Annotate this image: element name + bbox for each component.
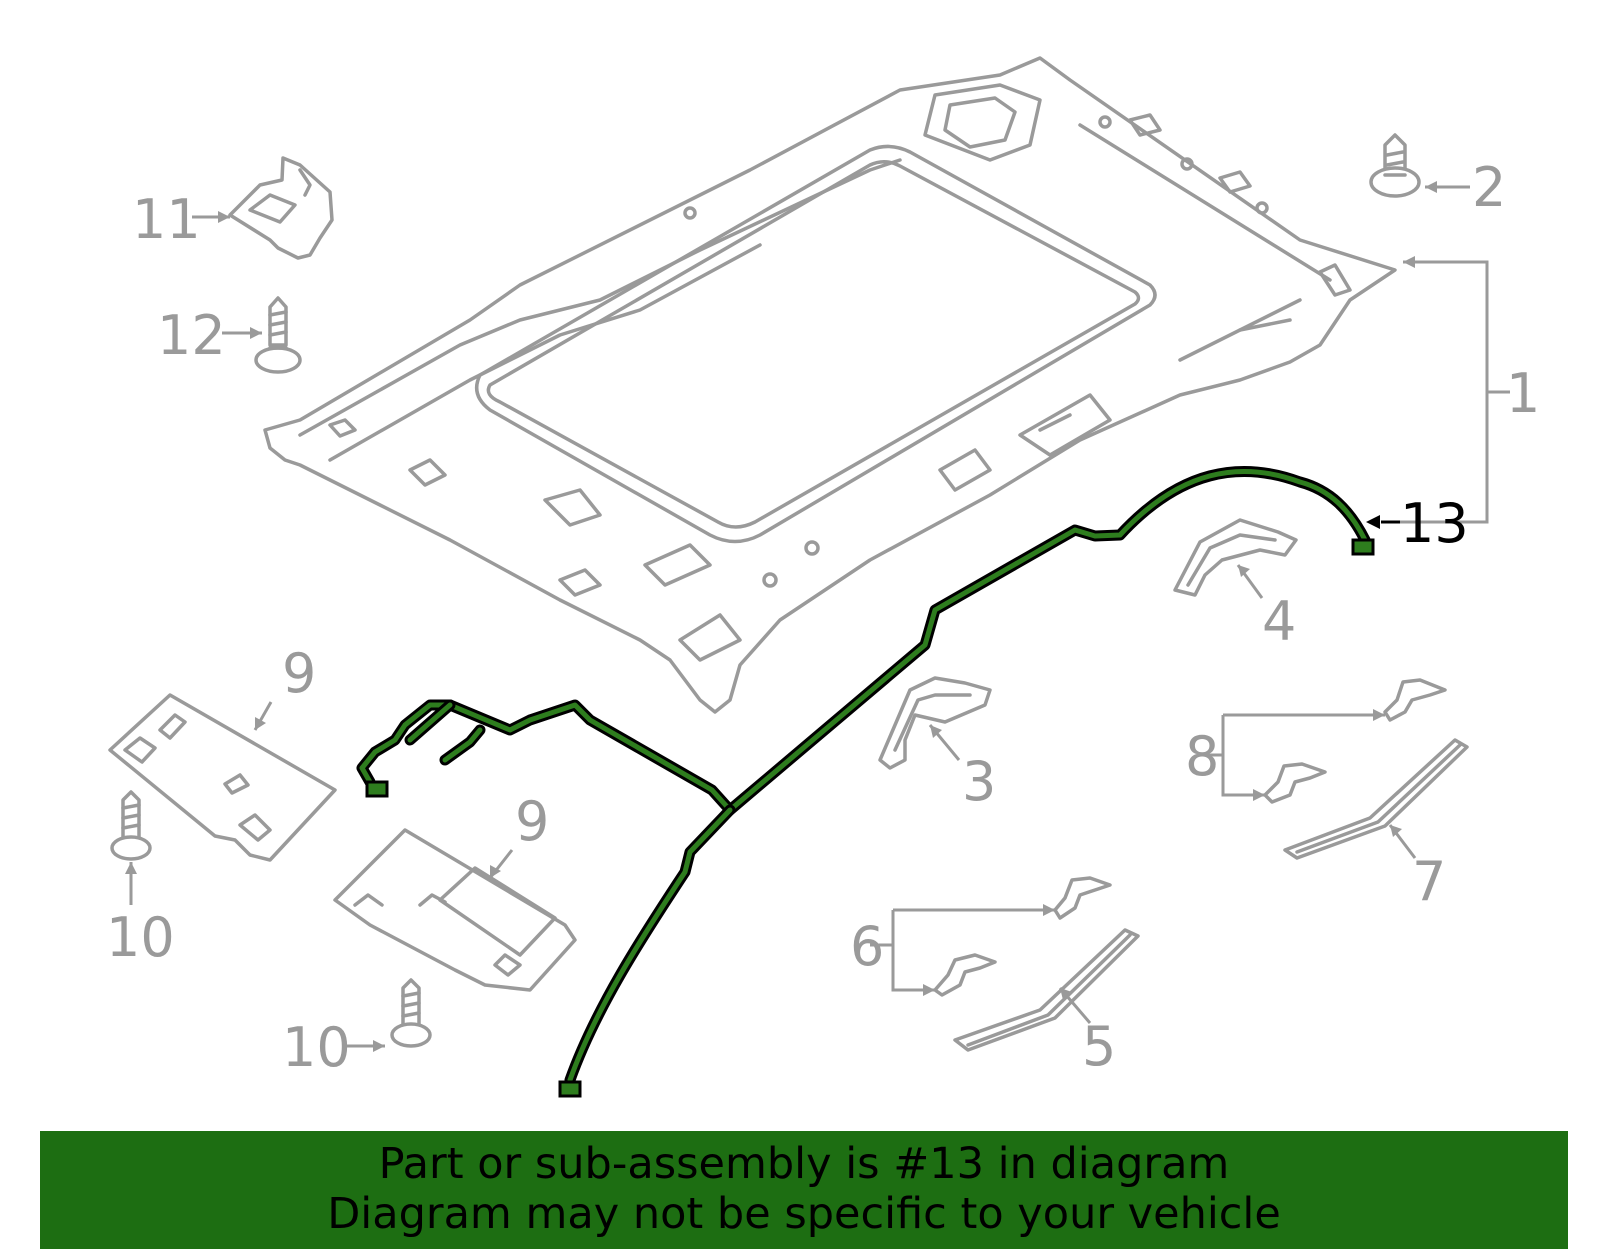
clip-part-2	[1369, 133, 1421, 198]
callout-13: 13	[1400, 492, 1469, 555]
callout-6: 6	[850, 915, 884, 978]
callout-8: 8	[1185, 725, 1219, 788]
grab-handle-part-4	[1173, 518, 1298, 597]
callout-7: 7	[1412, 850, 1446, 913]
sun-visor-part-9-upper	[108, 693, 337, 862]
banner-line-2: Diagram may not be specific to your vehi…	[327, 1189, 1281, 1239]
clip-part-8-lower	[1263, 762, 1327, 804]
callout-leaders	[125, 181, 1510, 1052]
callout-4: 4	[1262, 590, 1296, 653]
bracket-part-11	[228, 156, 334, 260]
clip-part-8-upper	[1383, 678, 1447, 722]
callout-10-right: 10	[282, 1016, 351, 1079]
screw-part-12	[254, 296, 302, 374]
callout-3: 3	[962, 750, 996, 813]
grab-handle-part-3	[878, 676, 992, 770]
callout-9-lower: 9	[515, 790, 549, 853]
strip-part-7	[1283, 738, 1469, 860]
callout-11: 11	[132, 188, 201, 251]
callout-12: 12	[157, 304, 226, 367]
wiring-harness-part-13	[356, 466, 1375, 1098]
roof-panel-part-1	[263, 56, 1397, 714]
sun-visor-part-9-lower	[333, 828, 577, 992]
screw-part-10-left	[110, 790, 152, 861]
callout-5: 5	[1082, 1015, 1116, 1078]
callout-10-left: 10	[106, 906, 175, 969]
screw-part-10-right	[390, 978, 432, 1048]
strip-part-5	[953, 928, 1140, 1052]
callout-9-upper: 9	[282, 642, 316, 705]
info-banner: Part or sub-assembly is #13 in diagram D…	[40, 1131, 1568, 1249]
banner-line-1: Part or sub-assembly is #13 in diagram	[378, 1139, 1230, 1189]
parts-diagram: 1 2 3 4 5 6 7 8 9 9 10 10 11 12 13	[106, 56, 1540, 1098]
clip-part-6-upper	[1053, 876, 1112, 920]
callout-2: 2	[1472, 156, 1506, 219]
callout-1: 1	[1506, 362, 1540, 425]
clip-part-6-lower	[933, 953, 997, 997]
